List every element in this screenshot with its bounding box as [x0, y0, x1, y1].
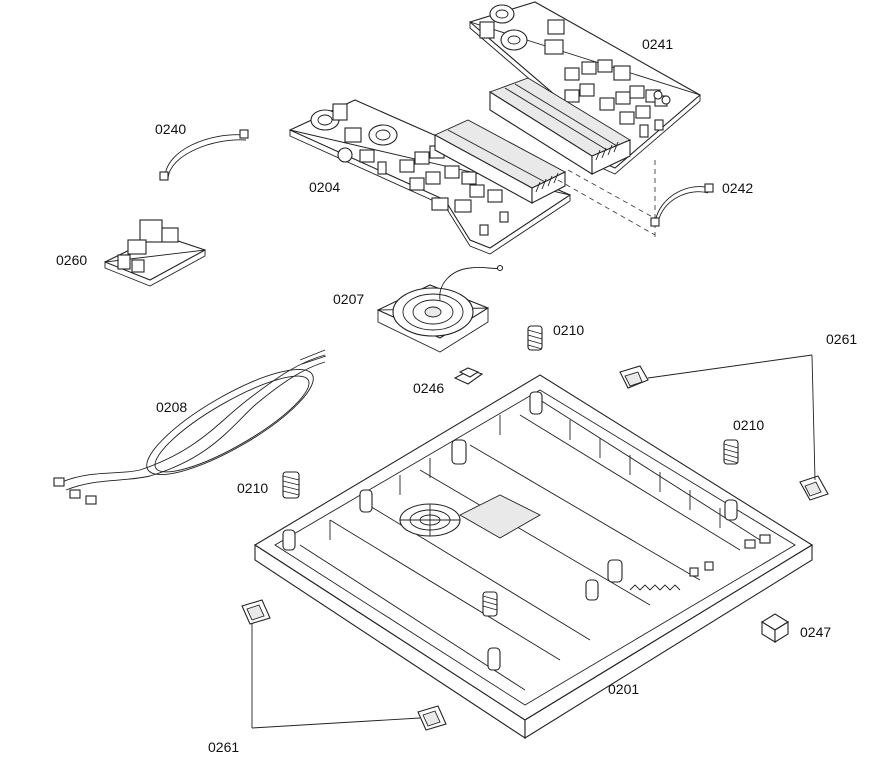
label-0207: 0207	[333, 291, 365, 307]
spring-0210-right	[723, 439, 739, 465]
label-0246: 0246	[413, 380, 445, 396]
fan-0207	[376, 264, 504, 353]
clip-0246	[453, 367, 484, 385]
label-0241: 0241	[642, 36, 674, 52]
label-0261-top: 0261	[826, 331, 858, 347]
clip-0261-top-right	[619, 365, 649, 389]
power-board-0241	[468, 1, 701, 175]
cable-0242	[650, 183, 714, 227]
label-0240: 0240	[155, 121, 187, 137]
filter-board-0260	[103, 219, 207, 287]
cable-0240	[159, 129, 249, 181]
label-0210-top: 0210	[553, 322, 585, 338]
label-0204: 0204	[309, 179, 341, 195]
label-0260: 0260	[56, 252, 88, 268]
clip-0261-left	[241, 599, 271, 625]
label-0210-left: 0210	[237, 480, 269, 496]
label-0261-bottom: 0261	[208, 739, 240, 755]
label-0208: 0208	[156, 399, 188, 415]
clip-0261-bottom	[417, 705, 447, 731]
spring-0210-top	[527, 325, 543, 351]
power-board-0204	[288, 99, 572, 255]
connector-0247	[760, 613, 790, 643]
label-0210-right: 0210	[733, 417, 765, 433]
label-0247: 0247	[800, 624, 832, 640]
spring-0210-left	[282, 471, 300, 499]
label-0201: 0201	[608, 681, 640, 697]
harness-0208	[53, 349, 327, 505]
label-0242: 0242	[722, 180, 754, 196]
clip-0261-right	[799, 475, 829, 501]
base-tray-0201	[253, 374, 814, 740]
